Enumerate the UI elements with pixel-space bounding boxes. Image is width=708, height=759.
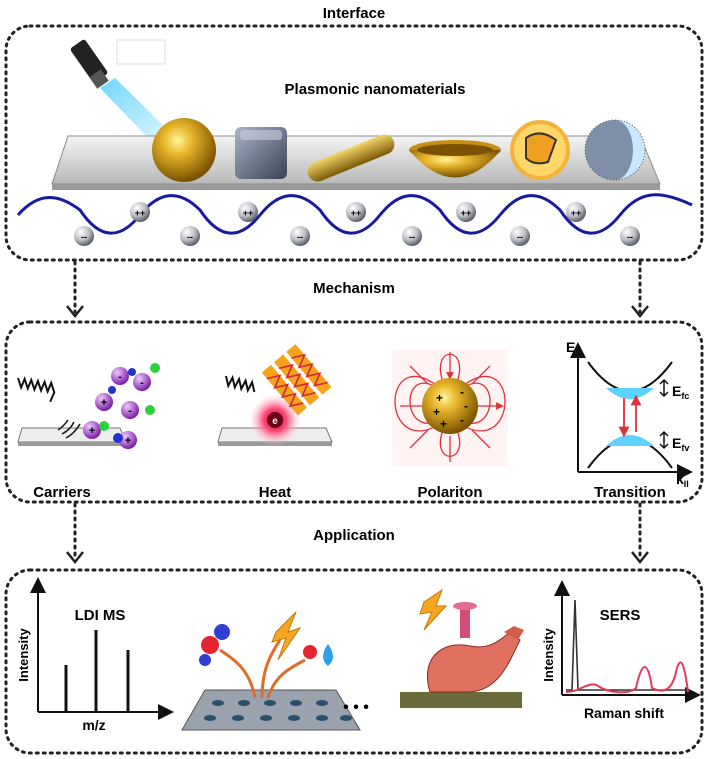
svg-text:++: ++ xyxy=(135,208,146,218)
transition-label: Transition xyxy=(594,484,666,501)
svg-text:+: + xyxy=(433,405,440,419)
polariton-illustration: + + + - - - xyxy=(392,350,508,466)
gold-nanosphere-icon xyxy=(152,118,216,182)
ldi-title: LDI MS xyxy=(75,607,126,624)
application-box xyxy=(4,568,704,755)
sers-ylabel: Intensity xyxy=(541,628,556,682)
svg-text:++: ++ xyxy=(571,208,582,218)
svg-text:-: - xyxy=(118,371,122,383)
svg-text:+: + xyxy=(125,435,131,447)
interface-box xyxy=(4,24,704,262)
sers-xlabel: Raman shift xyxy=(584,705,664,721)
sers-plot xyxy=(554,580,701,703)
heat-label: Heat xyxy=(259,484,292,501)
gold-nanorod-icon xyxy=(307,134,395,182)
svg-text:--: -- xyxy=(187,232,193,242)
svg-text:++: ++ xyxy=(351,208,362,218)
polariton-label: Polariton xyxy=(417,484,482,501)
gold-nanobowl-icon xyxy=(409,140,501,178)
interface-title: Plasmonic nanomaterials xyxy=(285,81,466,98)
sers-title: SERS xyxy=(600,607,641,624)
band-diagram xyxy=(570,342,693,480)
connector-arrows xyxy=(73,260,642,560)
blank-label-box xyxy=(116,39,166,65)
svg-text:+: + xyxy=(436,391,443,405)
section-label-mechanism: Mechanism xyxy=(313,280,395,297)
efc-label: Efc xyxy=(672,383,689,401)
core-shell-nanoparticle-icon xyxy=(510,120,570,180)
svg-text:+: + xyxy=(440,417,447,431)
silver-nanocube-icon xyxy=(235,127,287,179)
svg-text:-: - xyxy=(140,377,144,389)
connector-arrowheads xyxy=(66,305,649,565)
svg-text:-: - xyxy=(460,413,464,427)
svg-text:++: ++ xyxy=(461,208,472,218)
svg-text:-: - xyxy=(464,399,468,413)
ldi-ms-plot xyxy=(30,577,174,720)
ldi-substrate-illustration xyxy=(181,611,361,731)
energy-axis-label: E xyxy=(566,339,575,355)
k-axis-label: kII xyxy=(676,471,689,489)
ellipsis: • • • xyxy=(343,699,369,716)
svg-text:--: -- xyxy=(409,232,415,242)
efv-label: Efv xyxy=(672,435,689,453)
svg-text:+: + xyxy=(101,397,107,409)
svg-text:-: - xyxy=(460,385,464,399)
svg-text:--: -- xyxy=(627,232,633,242)
mechanism-box xyxy=(4,320,704,504)
section-label-interface: Interface xyxy=(323,5,386,22)
heat-illustration: e xyxy=(217,344,333,446)
svg-text:--: -- xyxy=(297,232,303,242)
flashlight-icon xyxy=(70,39,170,140)
ldi-xlabel: m/z xyxy=(82,717,105,733)
section-label-application: Application xyxy=(313,527,395,544)
svg-text:++: ++ xyxy=(243,208,254,218)
stomach-illustration xyxy=(400,588,524,708)
svg-text:e: e xyxy=(272,416,278,427)
ldi-ylabel: Intensity xyxy=(16,628,31,682)
svg-text:--: -- xyxy=(81,232,87,242)
electron-charges: -- ++ -- ++ -- ++ -- ++ -- ++ -- xyxy=(74,202,640,246)
carriers-label: Carriers xyxy=(33,484,91,501)
svg-text:+: + xyxy=(89,425,95,437)
carriers-illustration: + - - - + + xyxy=(17,363,160,449)
janus-nanoparticle-icon xyxy=(584,119,646,181)
svg-text:-: - xyxy=(128,405,132,417)
svg-text:--: -- xyxy=(517,232,523,242)
